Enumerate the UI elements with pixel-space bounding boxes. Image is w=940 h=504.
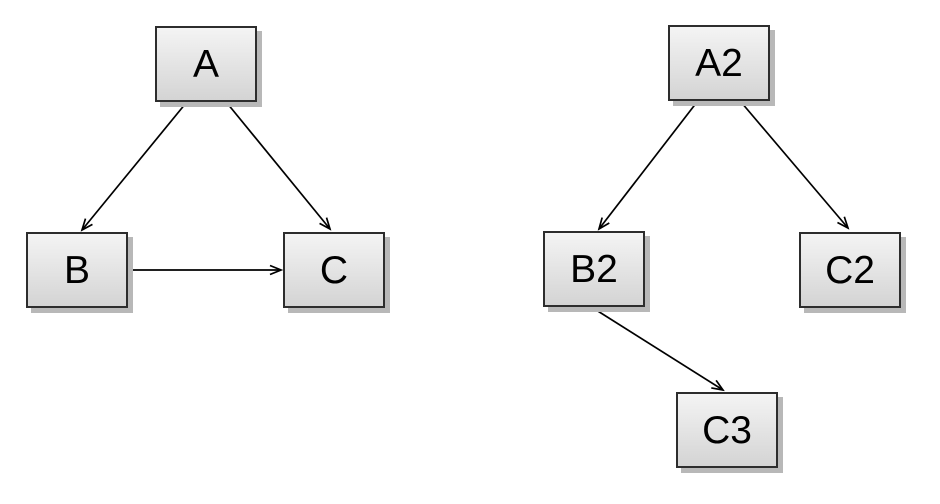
node-label: B [63, 248, 90, 292]
edge-a2-b2 [599, 101, 698, 229]
node-a2[interactable]: A2 [668, 25, 770, 101]
edge-a-b [82, 102, 187, 230]
edge-b2-c3 [592, 307, 723, 390]
node-label: A2 [695, 41, 743, 85]
node-label: B2 [570, 247, 618, 291]
node-label: C2 [825, 248, 875, 292]
node-label: C [319, 248, 349, 292]
left-graph-edges [82, 102, 330, 270]
node-label: C3 [702, 408, 752, 452]
node-label: A [192, 42, 219, 86]
node-b2[interactable]: B2 [543, 231, 645, 307]
right-graph-edges [592, 101, 848, 390]
node-a[interactable]: A [155, 26, 257, 102]
node-c3[interactable]: C3 [676, 392, 778, 468]
node-b[interactable]: B [26, 232, 128, 308]
node-c2[interactable]: C2 [799, 232, 901, 308]
edge-a-c [226, 102, 330, 229]
node-c[interactable]: C [283, 232, 385, 308]
edge-a2-c2 [740, 101, 848, 228]
